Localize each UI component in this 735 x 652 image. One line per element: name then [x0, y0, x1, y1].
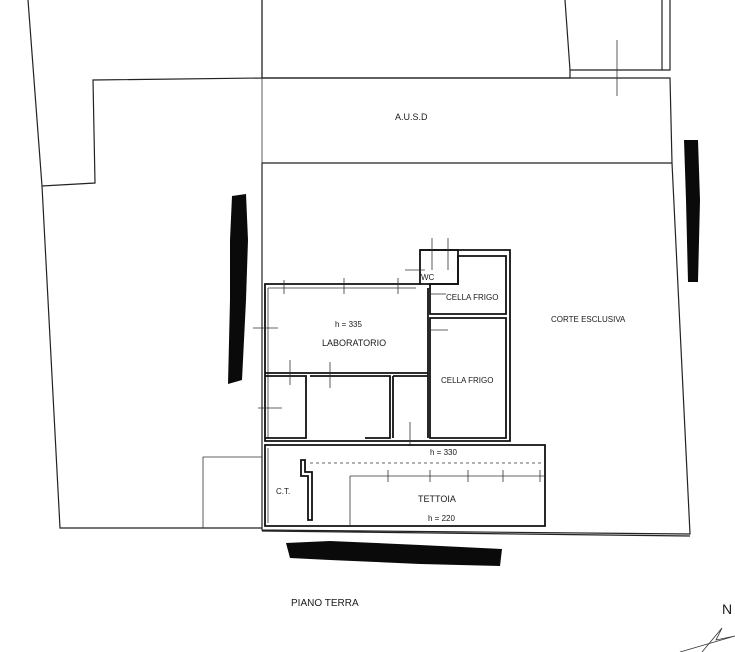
building-inner-wall-offset: [267, 287, 416, 438]
floor-title: PIANO TERRA: [291, 598, 359, 609]
small-room-left: [265, 375, 307, 439]
label-height-330: h = 330: [430, 448, 457, 457]
label-wc: WC: [421, 273, 435, 282]
label-ausd: A.U.S.D: [395, 112, 428, 122]
label-ct: C.T.: [276, 487, 290, 496]
redaction-mark-bottom: [286, 541, 502, 566]
tettoia-beam: [349, 475, 545, 526]
small-room-middle: [310, 375, 391, 439]
top-right-building-outline: [662, 0, 671, 71]
ground-line: [261, 530, 691, 537]
corte-boundary: [261, 162, 691, 535]
tettoia-outline: [264, 444, 546, 527]
north-arrow-icon: [679, 627, 735, 652]
label-corte: CORTE ESCLUSIVA: [551, 315, 626, 324]
north-label: N: [722, 601, 732, 617]
label-cella-frigo-bottom: CELLA FRIGO: [441, 376, 493, 385]
small-room-right: [392, 375, 428, 438]
label-tettoia: TETTOIA: [418, 494, 456, 504]
top-building-divider: [564, 0, 571, 71]
building-exterior-wall: [264, 249, 511, 442]
ausd-area-outline: [262, 77, 673, 164]
top-building-outline: [261, 0, 663, 79]
label-cella-frigo-top: CELLA FRIGO: [446, 293, 498, 302]
neighbor-building-outline: [27, 0, 263, 187]
redaction-mark-right: [684, 140, 700, 282]
cella-frigo-bottom-room: [429, 317, 507, 439]
dimension-ticks: [253, 269, 448, 446]
label-height-220: h = 220: [428, 514, 455, 523]
redaction-mark-left: [228, 194, 248, 384]
label-laboratorio: LABORATORIO: [322, 338, 386, 348]
left-lot-boundary: [41, 185, 262, 529]
cella-frigo-top-room: [429, 255, 507, 315]
ct-room-wall: [300, 459, 313, 521]
side-shed-outline: [202, 456, 262, 528]
tettoia-beam-ticks: [387, 470, 541, 482]
label-height-lab: h = 335: [335, 320, 362, 329]
